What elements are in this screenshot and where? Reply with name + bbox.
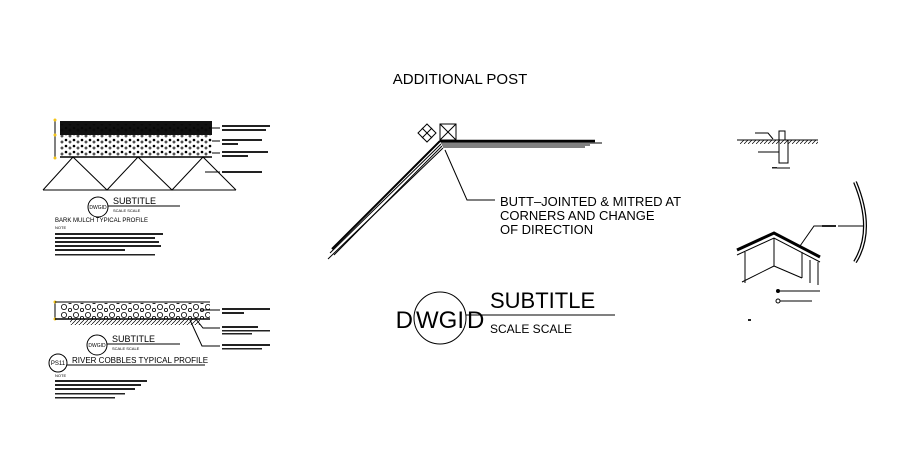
river-cobbles-profile: DWGID SUBTITLE SCALE SCALE PS11 RIVER CO… (48, 300, 270, 399)
callout-leader (444, 149, 495, 201)
bark-heading: BARK MULCH TYPICAL PROFILE (55, 218, 148, 224)
bark-mulch-profile: DWGID SUBTITLE SCALE SCALE BARK MULCH TY… (42, 118, 270, 256)
cobbles-badge: PS11 (51, 361, 66, 367)
cobbles-note: NOTE (55, 373, 66, 378)
post-plan-detail: BUTT–JOINTED & MITRED AT CORNERS AND CHA… (327, 123, 681, 260)
drawing-title: ADDITIONAL POST (393, 71, 527, 88)
bark-tag-id: DWGID (89, 205, 107, 211)
cobbles-subtitle: SUBTITLE (112, 334, 155, 344)
callout-line-2: CORNERS AND CHANGE (500, 208, 655, 223)
bark-subtitle: SUBTITLE (113, 196, 156, 206)
post-section-detail (737, 130, 818, 169)
main-drawing-tag: D WGI D SUBTITLE SCALE SCALE (396, 288, 615, 345)
cobbles-tag-id: DWGID (88, 343, 106, 349)
tag-scale: SCALE SCALE (490, 322, 572, 336)
tag-circle (413, 291, 467, 345)
tag-id-left: D (396, 307, 413, 334)
tag-id-mid: WGI (416, 307, 464, 334)
tag-subtitle: SUBTITLE (490, 288, 595, 313)
bark-note: NOTE (55, 225, 66, 230)
isometric-edging-detail (736, 181, 867, 321)
bark-mulch-labels (205, 125, 270, 173)
callout-line-1: BUTT–JOINTED & MITRED AT (500, 194, 681, 209)
callout-line-3: OF DIRECTION (500, 222, 593, 237)
bark-scale: SCALE SCALE (113, 208, 141, 213)
post-diamond (417, 123, 437, 143)
cobbles-heading: RIVER COBBLES TYPICAL PROFILE (72, 356, 208, 365)
cobbles-scale: SCALE SCALE (112, 346, 140, 351)
tag-id-right: D (467, 307, 484, 334)
